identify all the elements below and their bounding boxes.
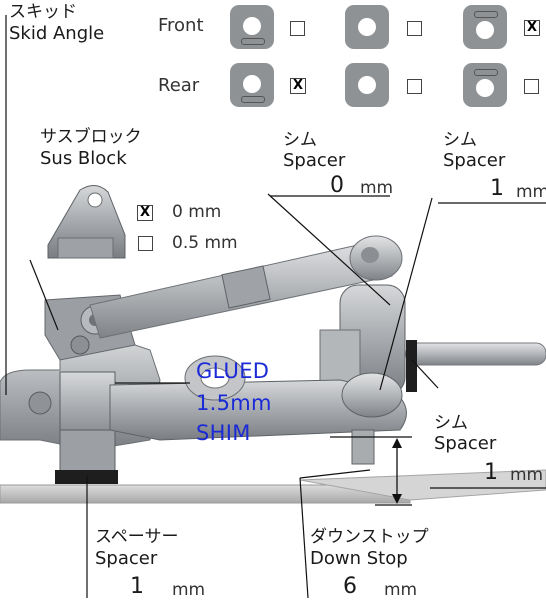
sus-block-label-jp: サスブロック [40, 127, 142, 147]
sus-block-image [47, 185, 126, 259]
front-option-3-checkbox[interactable]: X [524, 20, 540, 36]
skid-block-rear-2 [345, 63, 389, 107]
spacer-top-right-unit: mm [516, 182, 546, 202]
spacer-top-left-value[interactable]: 0 [330, 173, 344, 198]
front-option-1-checkbox[interactable] [290, 21, 305, 36]
skid-block-front-3 [463, 5, 507, 49]
rear-option-2-checkbox[interactable] [407, 79, 422, 94]
spacer-top-left-label-jp: シム [283, 130, 317, 150]
leader-lines [5, 15, 546, 599]
skid-label-en: Skid Angle [9, 23, 105, 44]
spacer-top-right-value[interactable]: 1 [490, 176, 504, 201]
rear-option-1-checkbox[interactable]: X [290, 78, 306, 94]
spacer-right-value[interactable]: 1 [484, 460, 498, 485]
skid-label-jp: スキッド [9, 2, 77, 22]
skid-block-front-2 [345, 5, 389, 49]
sus-block-0mm-checkbox[interactable]: X [137, 205, 153, 221]
rear-option-3-checkbox[interactable] [524, 79, 539, 94]
spacer-top-left-unit: mm [360, 178, 394, 198]
spacer-top-right-label-en: Spacer [443, 150, 506, 171]
lower-arm [109, 355, 407, 465]
chassis-plate [0, 469, 546, 504]
spacer-bottom-unit: mm [172, 580, 206, 600]
down-stop-value[interactable]: 6 [343, 574, 357, 599]
front-option-2-checkbox[interactable] [407, 21, 422, 36]
skid-block-front-1 [230, 5, 274, 49]
spacer-bottom-value[interactable]: 1 [130, 574, 144, 599]
sus-block-05mm-label: 0.5 mm [172, 233, 238, 253]
spacer-right-label-jp: シム [434, 413, 468, 433]
spacer-right-unit: mm [510, 465, 544, 485]
skid-block-rear-1 [230, 63, 274, 107]
sus-block-0mm-label: 0 mm [172, 202, 222, 222]
down-stop-label-jp: ダウンストップ [310, 527, 429, 547]
spacer-bottom-label-jp: スペーサー [95, 527, 179, 547]
rear-label: Rear [158, 75, 200, 96]
spacer-right-label-en: Spacer [434, 433, 497, 454]
spacer-top-left-label-en: Spacer [283, 150, 346, 171]
down-stop-arrow [392, 438, 402, 504]
down-stop-unit: mm [384, 580, 418, 600]
upper-link [89, 235, 403, 339]
spacer-bottom-label-en: Spacer [95, 548, 158, 569]
glued-line2: 1.5mm [196, 391, 272, 415]
skid-block-rear-3 [463, 63, 507, 107]
upright [319, 284, 546, 396]
spacer-top-right-label-jp: シム [443, 130, 477, 150]
sus-block-label-en: Sus Block [40, 148, 127, 169]
down-stop-label-en: Down Stop [310, 548, 408, 569]
glued-line3: SHIM [196, 421, 251, 445]
sus-block-05mm-checkbox[interactable] [138, 236, 153, 251]
glued-line1: GLUED [196, 359, 270, 383]
front-label: Front [158, 15, 204, 36]
